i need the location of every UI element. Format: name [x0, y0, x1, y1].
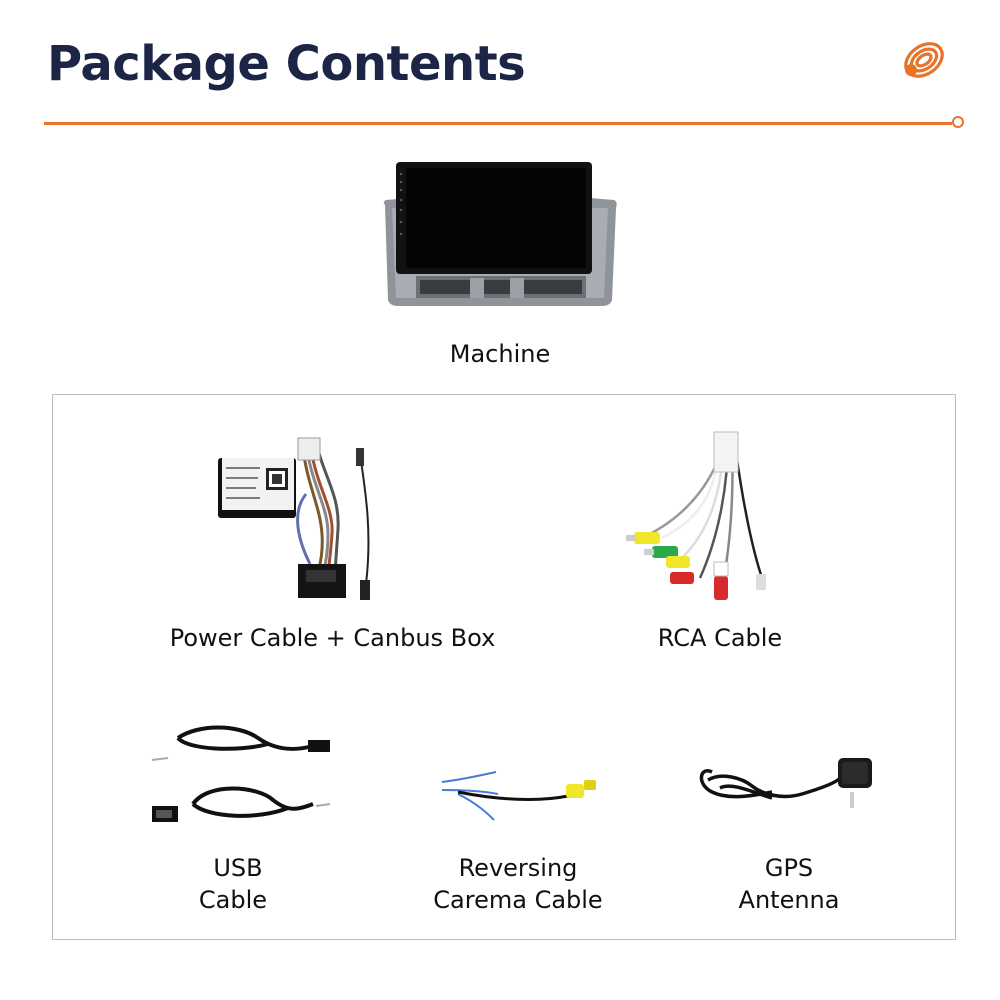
usb-cable-image [151, 725, 331, 822]
reversing-cable-label-line1: Reversing [458, 854, 578, 882]
rca-cable-label: RCA Cable [657, 624, 783, 652]
usb-cable-label-line1: USB [213, 854, 263, 882]
machine-label: Machine [449, 340, 551, 368]
reversing-cable-image [441, 771, 596, 821]
gps-antenna-label-line1: GPS [764, 854, 814, 882]
power-cable-label: Power Cable + Canbus Box [169, 624, 496, 652]
machine-image [383, 162, 617, 306]
divider-end-dot [952, 116, 964, 128]
reversing-cable-label-line2: Carema Cable [433, 886, 603, 914]
gps-antenna-label-line2: Antenna [738, 886, 840, 914]
rca-cable-image [626, 431, 766, 600]
header-divider [44, 122, 952, 125]
usb-cable-label-line2: Cable [198, 886, 268, 914]
gps-antenna-image [699, 758, 872, 808]
orange-coil-logo-icon [904, 42, 944, 78]
page-title: Package Contents [47, 36, 526, 92]
accessories-panel [52, 394, 956, 940]
power-cable-canbus-image [218, 437, 370, 600]
